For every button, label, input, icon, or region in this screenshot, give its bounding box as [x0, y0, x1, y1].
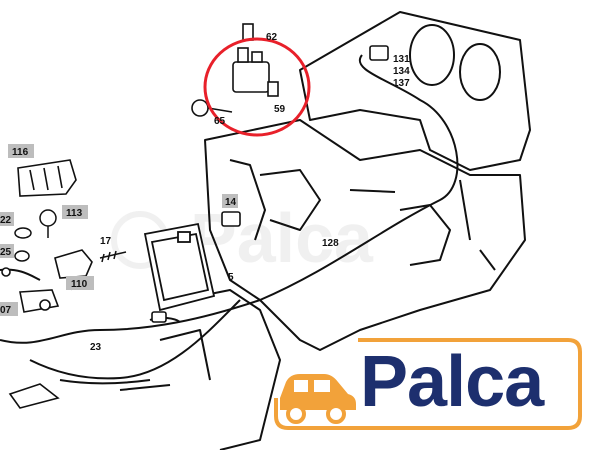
callout-14: 14: [225, 197, 237, 208]
wiring-harness: [0, 54, 459, 385]
brand-name: Palca: [360, 342, 544, 422]
callout-110: 110: [71, 279, 88, 290]
watermark: Palca: [111, 199, 374, 277]
relay-component: [191, 23, 279, 117]
bracket-14: [221, 211, 241, 227]
callout-22: 22: [0, 215, 12, 226]
callout-5: 5: [228, 272, 234, 283]
connector-131: [369, 45, 389, 61]
callout-23: 23: [90, 342, 102, 353]
brand-logo: Palca: [272, 336, 584, 432]
callout-137: 137: [393, 78, 410, 89]
sensor-107: [19, 289, 60, 313]
car-icon: [280, 374, 356, 424]
control-unit-5: [143, 222, 216, 312]
engine-bay-outline: [119, 11, 531, 450]
callout-17: 17: [100, 236, 112, 247]
callout-134: 134: [393, 66, 410, 77]
callout-62: 62: [266, 32, 278, 43]
brand-frame: [274, 338, 582, 430]
callout-128: 128: [322, 238, 339, 249]
cable-end-23: [1, 267, 167, 409]
callout-131: 131: [393, 54, 410, 65]
callout-116: 116: [12, 147, 29, 158]
callout-113: 113: [66, 208, 83, 219]
callouts: 62 131 134 137 59 65 116 113 22 25 07 11…: [0, 32, 410, 353]
callout-25: 25: [0, 247, 12, 258]
callout-07: 07: [0, 305, 12, 316]
watermark-text: Palca: [190, 199, 374, 277]
terminal-block-116: [17, 159, 77, 197]
callout-59: 59: [274, 104, 286, 115]
highlight-circle: [203, 37, 311, 137]
fasteners: [14, 209, 127, 263]
callout-65: 65: [214, 116, 226, 127]
